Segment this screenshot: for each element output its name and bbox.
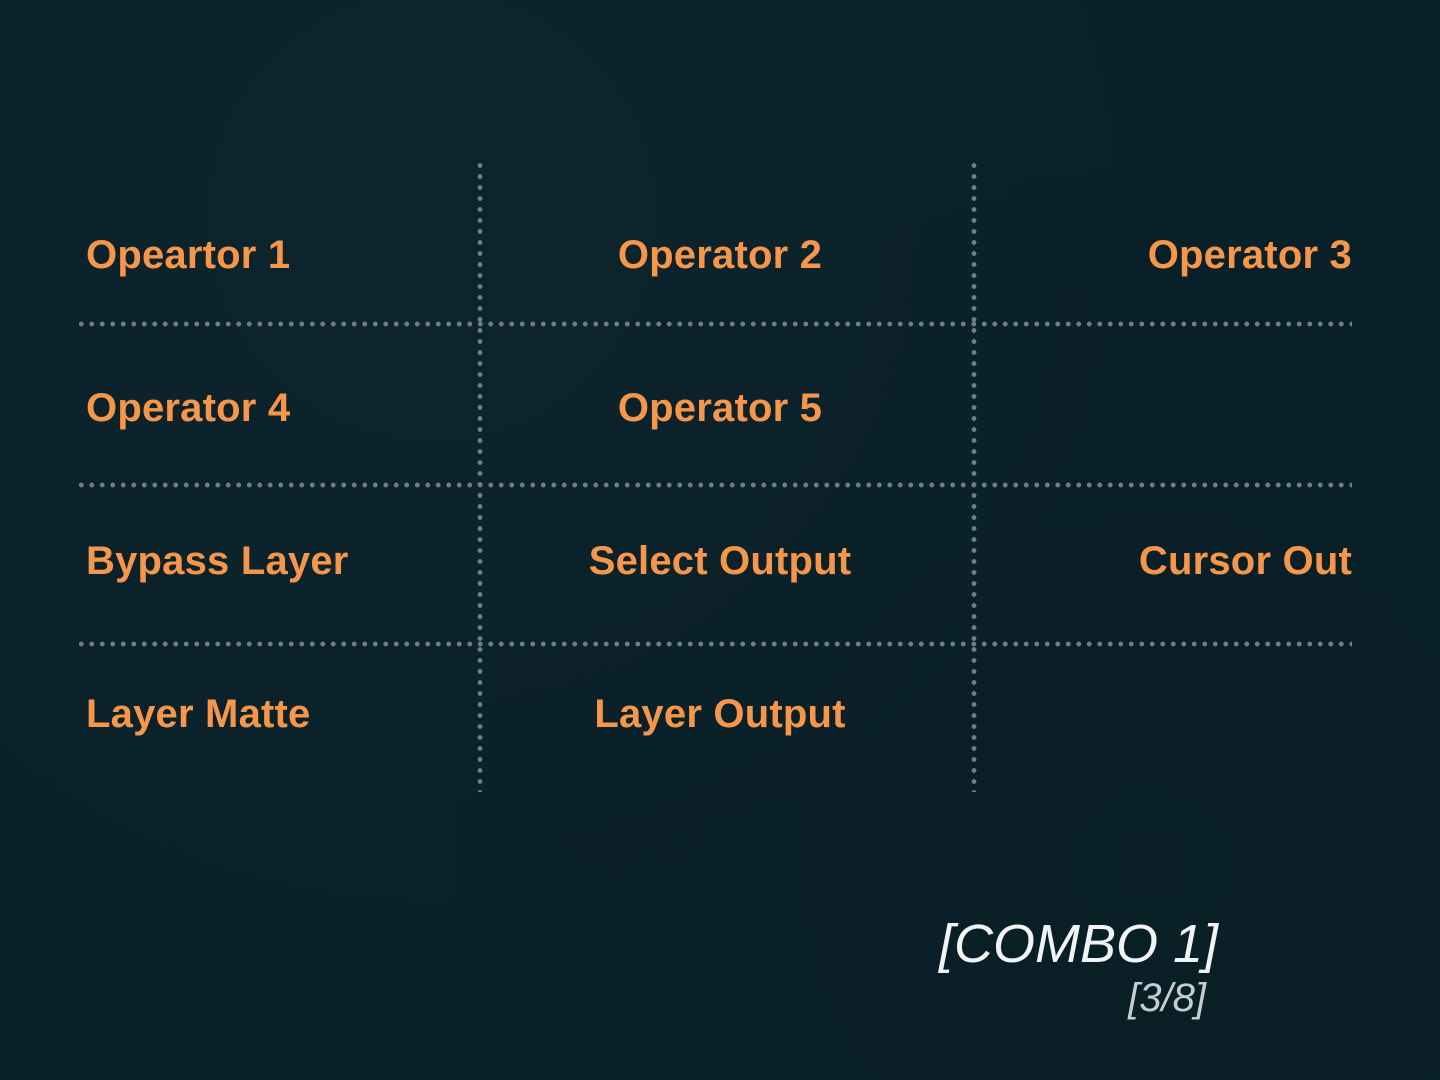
grid-cell-r1-c2[interactable]: Operator 2 xyxy=(617,233,823,277)
grid-cell-r2-c3[interactable] xyxy=(990,383,1352,433)
row-divider-2 xyxy=(76,482,1352,488)
grid-cell-r4-c2[interactable]: Layer Output xyxy=(594,692,846,736)
grid-cell-r1-c1[interactable]: Opeartor 1 xyxy=(86,233,291,277)
grid-cell-r3-c1[interactable]: Bypass Layer xyxy=(86,539,349,583)
grid-cell-r1-c3[interactable]: Operator 3 xyxy=(1147,233,1352,277)
grid-cell-r2-c2[interactable]: Operator 5 xyxy=(617,386,823,430)
row-divider-1 xyxy=(76,321,1352,327)
column-divider-2 xyxy=(971,160,977,792)
combo-title: [COMBO 1] xyxy=(938,914,1218,974)
page-indicator: [3/8] xyxy=(1128,976,1206,1020)
column-divider-1 xyxy=(477,160,483,792)
grid-cell-r4-c1[interactable]: Layer Matte xyxy=(86,692,311,736)
grid-cell-r3-c3[interactable]: Cursor Out xyxy=(1138,539,1352,583)
row-divider-3 xyxy=(76,641,1352,647)
grid-cell-r4-c3[interactable] xyxy=(990,689,1352,739)
grid-cell-r3-c2[interactable]: Select Output xyxy=(588,539,852,583)
grid-cell-r2-c1[interactable]: Operator 4 xyxy=(86,386,291,430)
